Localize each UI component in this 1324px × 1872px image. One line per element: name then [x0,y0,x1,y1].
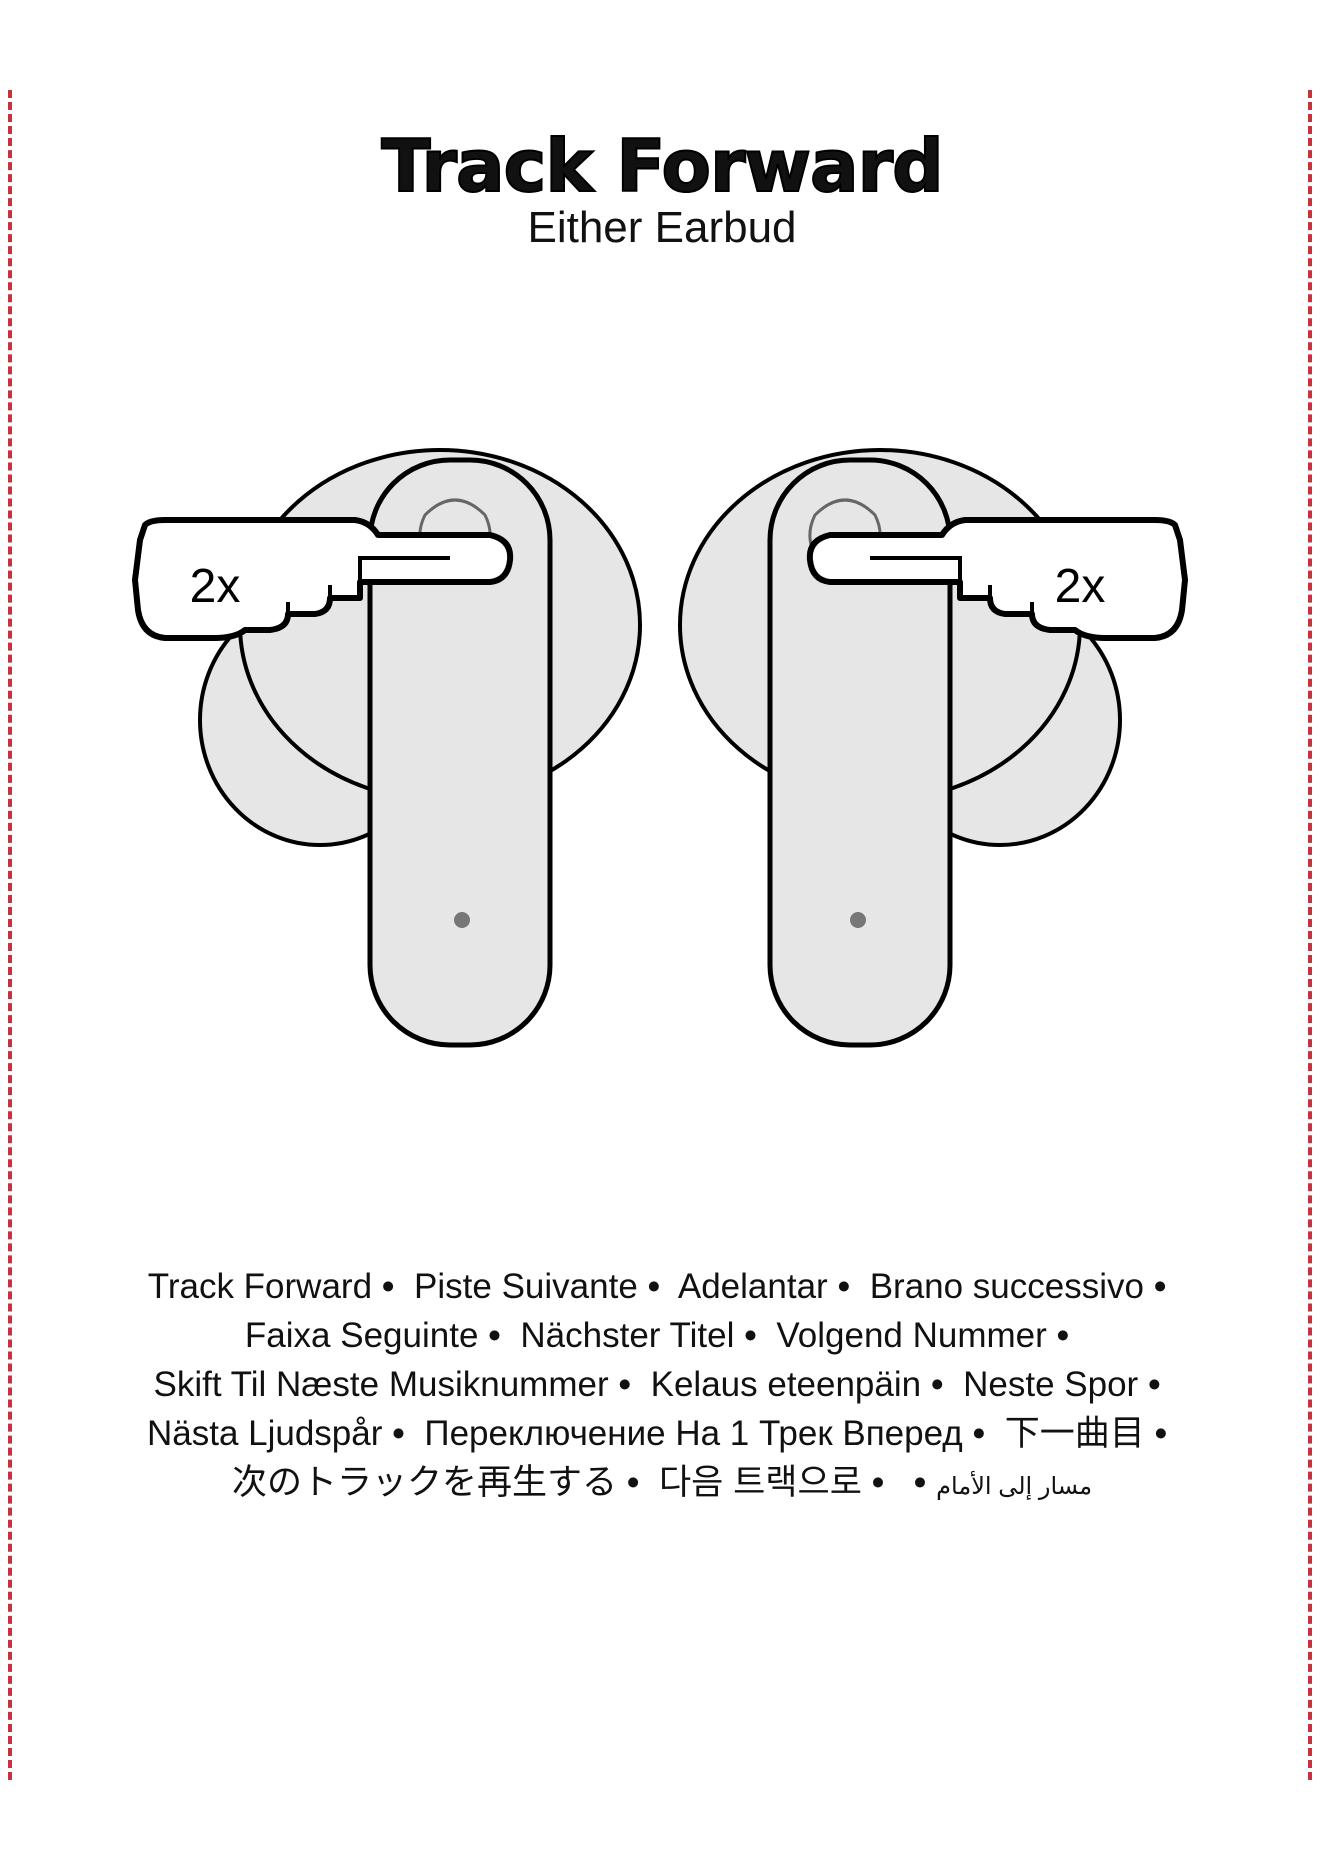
microphone-dot-icon [454,912,470,928]
bullet-separator: • [744,1316,756,1355]
bullet-separator: • [1155,1414,1167,1453]
bullet-separator: • [931,1365,943,1404]
translation-item: Переключение На 1 Трек Вперед [424,1414,962,1453]
translation-item: Faixa Seguinte [245,1316,478,1355]
translation-item: مسار إلى الأمام [936,1473,1092,1500]
cut-line-right [1308,90,1312,1780]
bullet-separator: • [872,1463,884,1502]
translation-item: 다음 트랙으로 [659,1463,862,1502]
left-tap-count: 2x [190,560,241,613]
right-tap-count: 2x [1055,560,1106,613]
translation-item: Adelantar [678,1267,828,1306]
translation-item: Skift Til Næste Musiknummer [154,1365,609,1404]
bullet-separator: • [648,1267,660,1306]
bullet-separator: • [392,1414,404,1453]
bullet-separator: • [1148,1365,1160,1404]
microphone-dot-icon [850,912,866,928]
bullet-separator: • [1057,1316,1069,1355]
bullet-separator: • [488,1316,500,1355]
earbud-illustration: 2x 2x [120,430,1200,1070]
page-subtitle: Either Earbud [0,206,1324,250]
translation-item: Kelaus eteenpäin [651,1365,922,1404]
bullet-separator: • [619,1365,631,1404]
bullet-separator: • [1154,1267,1166,1306]
bullet-separator: • [914,1463,926,1502]
translations-list: Track Forward • Piste Suivante • Adelantar… [70,1262,1254,1511]
translation-item: Nästa Ljudspår [147,1414,382,1453]
bullet-separator: • [382,1267,394,1306]
translation-item: Brano successivo [870,1267,1144,1306]
bullet-separator: • [973,1414,985,1453]
bullet-separator: • [838,1267,850,1306]
translation-item: Track Forward [148,1267,372,1306]
right-earbud: 2x [680,450,1185,1045]
page-title: Track Forward [0,130,1324,202]
translation-item: Neste Spor [963,1365,1138,1404]
translation-item: Volgend Nummer [776,1316,1046,1355]
translation-item: 下一曲目 [1005,1414,1145,1453]
left-earbud: 2x [135,450,640,1045]
bullet-separator: • [627,1463,639,1502]
translation-item: Piste Suivante [414,1267,638,1306]
translation-item: 次のトラックを再生する [232,1463,617,1502]
translation-item: Nächster Titel [520,1316,734,1355]
cut-line-left [8,90,12,1780]
